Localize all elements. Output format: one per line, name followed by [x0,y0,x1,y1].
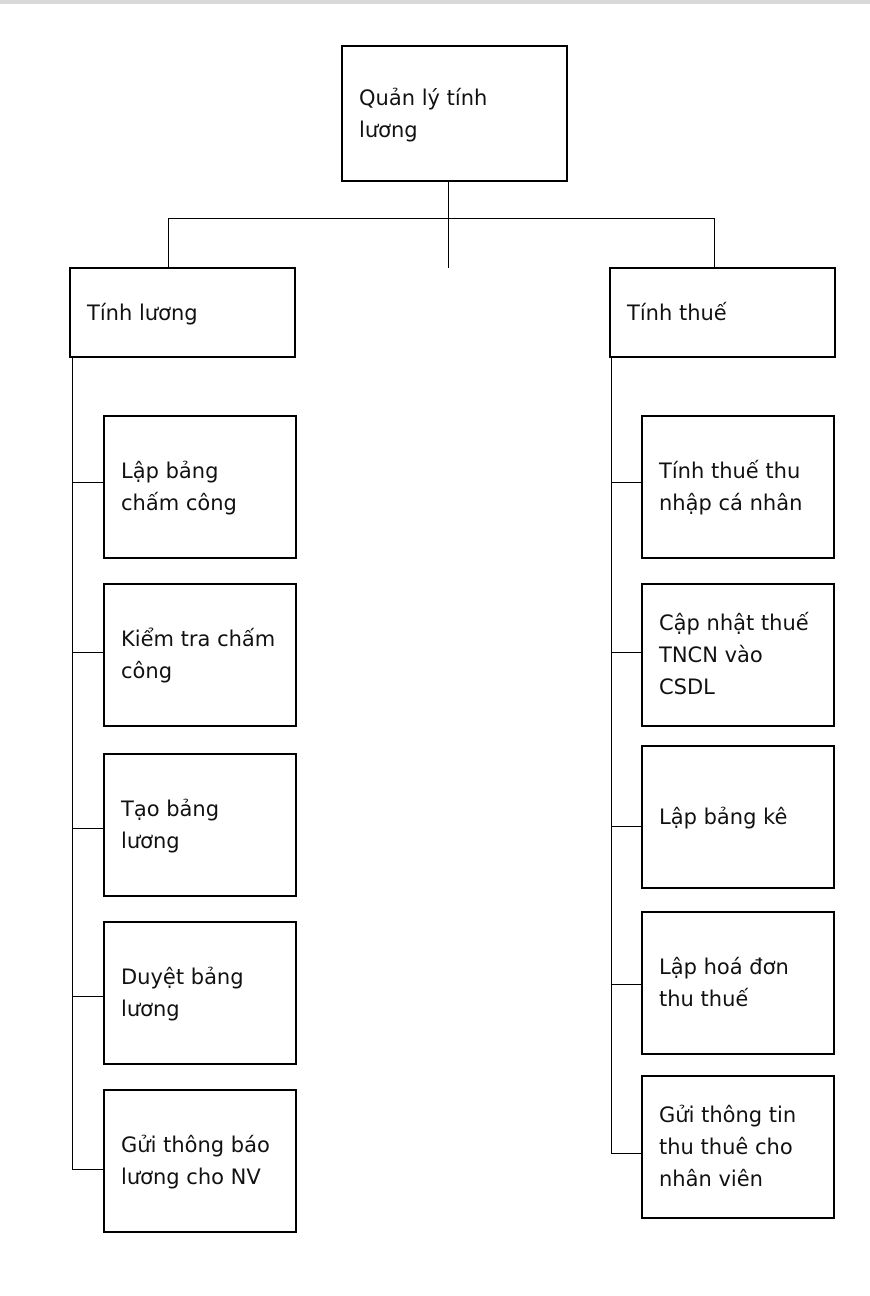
leaf-node-kiem-tra-cham-cong: Kiểm tra chấm công [103,583,297,727]
leaf-node-cap-nhat-thue-tncn: Cập nhật thuế TNCN vào CSDL [641,583,835,727]
leaf-node-gui-thong-tin-thu-thue: Gửi thông tin thu thuê cho nhân viên [641,1075,835,1219]
root-node-label: Quản lý tính lương [359,85,488,142]
leaf-node-label: Tạo bảng lương [121,797,220,853]
leaf-node-tinh-thue-tncn: Tính thuế thu nhập cá nhân [641,415,835,559]
branch-node-tinh-thue: Tính thuế [609,267,836,358]
leaf-node-lap-bang-ke: Lập bảng kê [641,745,835,889]
branch-node-label: Tính lương [87,300,198,325]
leaf-node-lap-hoa-don-thu-thue: Lập hoá đơn thu thuế [641,911,835,1055]
leaf-node-duyet-bang-luong: Duyệt bảng lương [103,921,297,1065]
leaf-node-label: Tính thuế thu nhập cá nhân [659,459,803,515]
leaf-node-label: Lập bảng chấm công [121,459,237,515]
leaf-node-label: Gửi thông báo lương cho NV [121,1133,270,1189]
leaf-node-label: Duyệt bảng lương [121,965,244,1021]
root-node: Quản lý tính lương [341,45,568,182]
top-divider [0,0,870,4]
leaf-node-tao-bang-luong: Tạo bảng lương [103,753,297,897]
leaf-node-gui-thong-bao-luong: Gửi thông báo lương cho NV [103,1089,297,1233]
leaf-node-label: Cập nhật thuế TNCN vào CSDL [659,611,809,699]
leaf-node-label: Lập bảng kê [659,805,788,829]
branch-node-tinh-luong: Tính lương [69,267,296,358]
leaf-node-label: Kiểm tra chấm công [121,627,276,683]
branch-node-label: Tính thuế [627,300,727,325]
leaf-node-lap-bang-cham-cong: Lập bảng chấm công [103,415,297,559]
leaf-node-label: Lập hoá đơn thu thuế [659,955,789,1011]
leaf-node-label: Gửi thông tin thu thuê cho nhân viên [659,1103,797,1191]
